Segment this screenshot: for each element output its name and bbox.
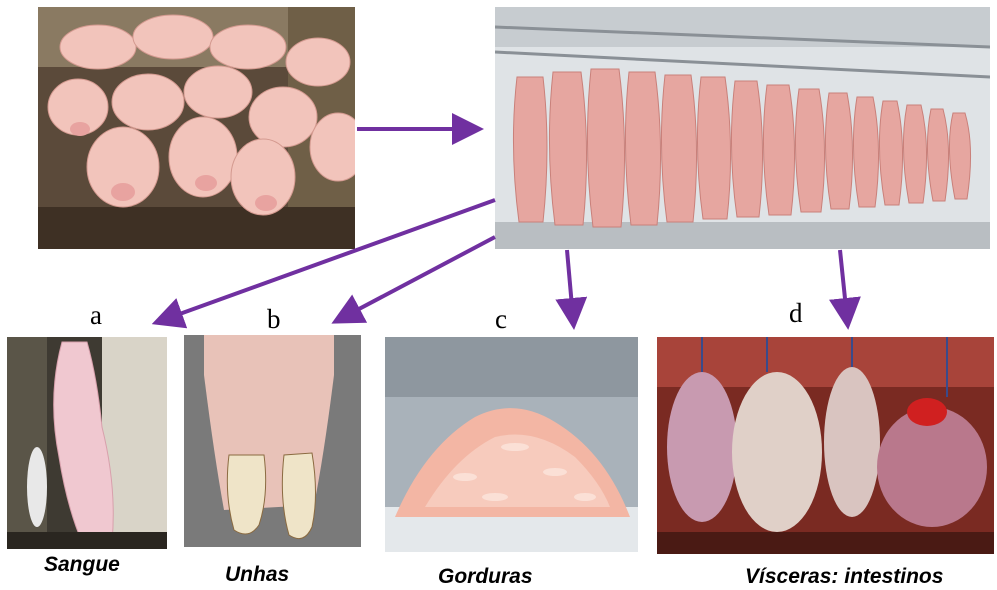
arrow-to-c	[567, 250, 573, 318]
caption-visceras: Vísceras: intestinos	[745, 565, 943, 589]
arrow-to-d	[840, 250, 847, 318]
panel-letter-b: b	[267, 304, 281, 335]
arrow-to-a	[163, 200, 495, 320]
panel-letter-a: a	[90, 300, 102, 331]
caption-unhas: Unhas	[225, 563, 289, 587]
caption-sangue: Sangue	[44, 553, 120, 577]
arrow-to-b	[342, 237, 495, 318]
caption-gorduras: Gorduras	[438, 565, 533, 589]
panel-letter-c: c	[495, 304, 507, 335]
panel-letter-d: d	[789, 298, 803, 329]
